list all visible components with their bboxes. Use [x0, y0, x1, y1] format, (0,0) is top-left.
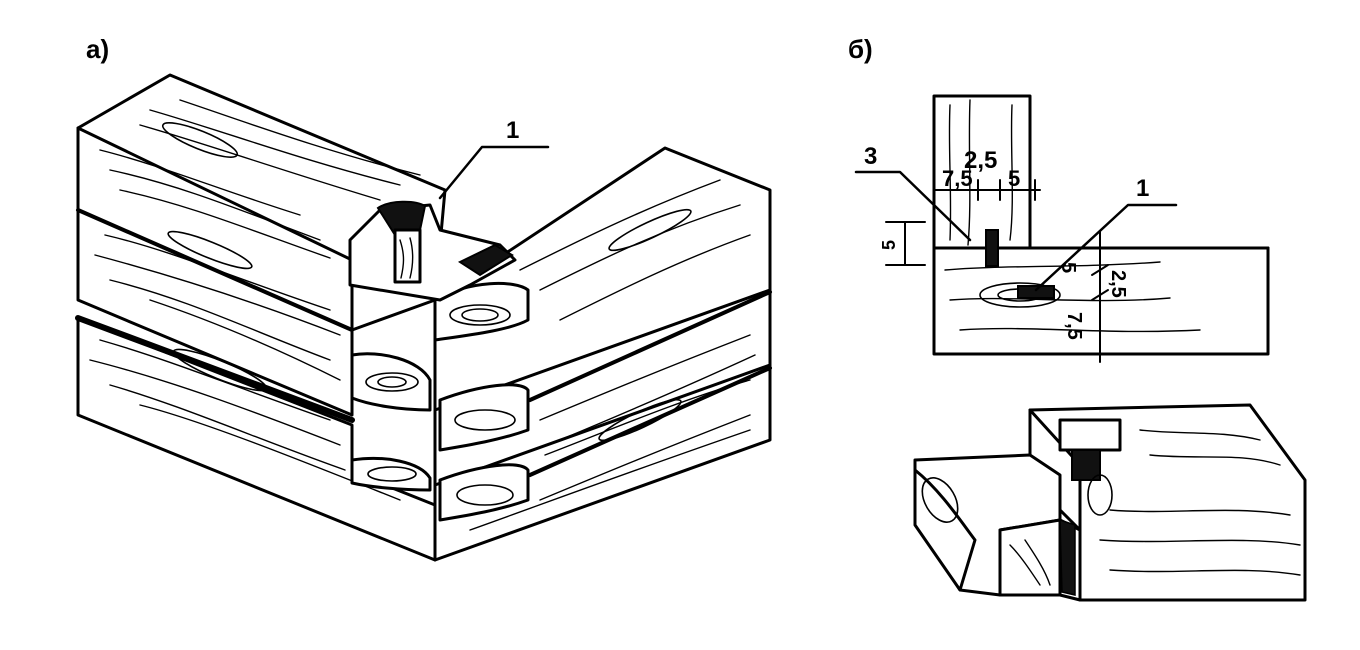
panel-a: а)	[75, 34, 772, 562]
end-grain-top	[433, 282, 530, 342]
dim-top-right: 5	[1008, 166, 1020, 191]
iso-tenon-top	[1058, 418, 1122, 452]
plan-dowel-3	[985, 229, 999, 267]
callout-leader-1b	[1034, 203, 1178, 292]
panel-b-label: б)	[848, 34, 873, 64]
dim-right-3: 7,5	[1063, 312, 1085, 340]
callout-label-1b: 1	[1136, 175, 1149, 202]
callout-leader-1	[438, 145, 550, 200]
plan-view: 2,5 7,5 5 5 5 2,5 7,5 3 1	[854, 94, 1270, 363]
log-seam	[75, 315, 355, 423]
callout-label-3: 3	[864, 143, 877, 170]
bottom-log-right	[433, 363, 772, 562]
plan-dowel-1	[1017, 285, 1055, 299]
panel-b: б) 2,5 7,5 5	[848, 34, 1307, 602]
end-grain-right-middle	[438, 383, 530, 452]
dim-right-2: 2,5	[1107, 270, 1129, 298]
right-wall-logs	[433, 146, 772, 562]
isometric-joint	[913, 403, 1307, 602]
end-grain-left-middle	[350, 352, 432, 412]
dowel	[393, 228, 422, 284]
dim-right-1: 5	[1057, 262, 1079, 273]
end-grain-right-bottom	[438, 463, 530, 522]
dim-left-vert: 5	[879, 240, 899, 250]
callout-leader-3	[854, 170, 972, 242]
dowel-joint	[348, 200, 517, 302]
dowel-top	[376, 200, 427, 237]
iso-left-endgrain	[913, 468, 977, 592]
dim-top-total: 2,5	[964, 147, 997, 174]
end-grain-left-bottom	[350, 456, 432, 492]
log-end-faces	[350, 282, 530, 522]
iso-front-face	[998, 518, 1062, 597]
panel-a-label: а)	[86, 34, 109, 64]
callout-label-1: 1	[506, 117, 519, 144]
dim-top-left: 7,5	[942, 166, 973, 191]
